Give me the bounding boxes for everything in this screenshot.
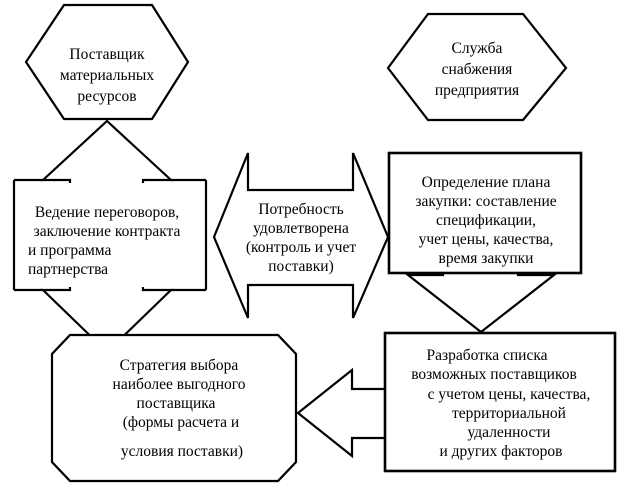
negotiations-node: Ведение переговоров, заключение контракт… bbox=[12, 119, 208, 354]
procurement-service-label-line-1: Служба bbox=[452, 40, 503, 57]
need-satisfied-label-line-3: (контроль и учет bbox=[246, 239, 356, 256]
procurement-service-hexagon bbox=[386, 12, 568, 122]
negotiations-label-line-1: Ведение переговоров, bbox=[35, 204, 179, 221]
negotiations-label-line-2: заключение контракта bbox=[34, 223, 181, 240]
selection-strategy-label-line-5: условия поставки) bbox=[121, 443, 243, 460]
selection-strategy-label-line-4: (формы расчета и bbox=[123, 414, 239, 431]
supplier-list-left-arrow bbox=[296, 367, 394, 459]
selection-strategy-label-line-1: Стратегия выбора bbox=[120, 357, 239, 374]
purchase-plan-node: Определение плана закупки: составление с… bbox=[387, 151, 583, 334]
procurement-service-node: Служба снабжения предприятия bbox=[386, 12, 568, 122]
supplier-list-node: Разработка списка возможных поставщиков … bbox=[296, 331, 617, 473]
purchase-plan-label-line-4: учет цены, качества, bbox=[419, 231, 554, 248]
supplier-list-label-line-5: удаленности bbox=[468, 424, 551, 441]
supplier-list-label-line-1: Разработка списка bbox=[426, 347, 547, 364]
supplier-list-label-line-2: возможных поставщиков bbox=[411, 366, 577, 383]
supplier-label-line-1: Поставщик bbox=[69, 46, 145, 63]
need-satisfied-label-line-4: поставки) bbox=[268, 258, 333, 275]
purchase-plan-label-line-1: Определение плана bbox=[422, 174, 551, 191]
procurement-service-label-line-2: снабжения bbox=[442, 61, 513, 78]
procurement-service-label-line-3: предприятия bbox=[435, 82, 519, 99]
supplier-node: Поставщик материальных ресурсов bbox=[24, 3, 190, 121]
negotiations-label-line-4: партнерства bbox=[28, 261, 108, 278]
need-satisfied-label-line-2: удовлетворена bbox=[253, 220, 349, 237]
purchase-plan-label-line-2: закупки: составление bbox=[415, 193, 556, 210]
selection-strategy-label-line-2: наиболее выгодного bbox=[113, 376, 246, 393]
negotiations-label-line-3: и программа bbox=[28, 242, 111, 259]
purchase-plan-label-line-3: спецификации, bbox=[436, 212, 536, 229]
purchase-plan-label-line-5: время закупки bbox=[439, 250, 534, 267]
supplier-label-line-3: ресурсов bbox=[77, 88, 136, 105]
supplier-list-label-line-6: и других факторов bbox=[439, 443, 562, 460]
supplier-label-line-2: материальных bbox=[60, 67, 154, 84]
supplier-hexagon bbox=[24, 3, 190, 121]
selection-strategy-node: Стратегия выбора наиболее выгодного пост… bbox=[50, 333, 298, 483]
need-satisfied-node: Потребность удовлетворена (контроль и уч… bbox=[212, 152, 390, 319]
supplier-list-label-line-4: территориальной bbox=[452, 405, 566, 422]
purchase-plan-down-arrow bbox=[404, 266, 558, 334]
purchase-plan-box bbox=[387, 151, 583, 275]
supplier-list-box bbox=[383, 331, 617, 473]
need-satisfied-label-line-1: Потребность bbox=[258, 201, 343, 218]
selection-strategy-label-line-3: поставщика bbox=[137, 395, 216, 412]
selection-strategy-octagon bbox=[50, 333, 298, 483]
supplier-list-label-line-3: с учетом цены, качества, bbox=[428, 386, 591, 403]
